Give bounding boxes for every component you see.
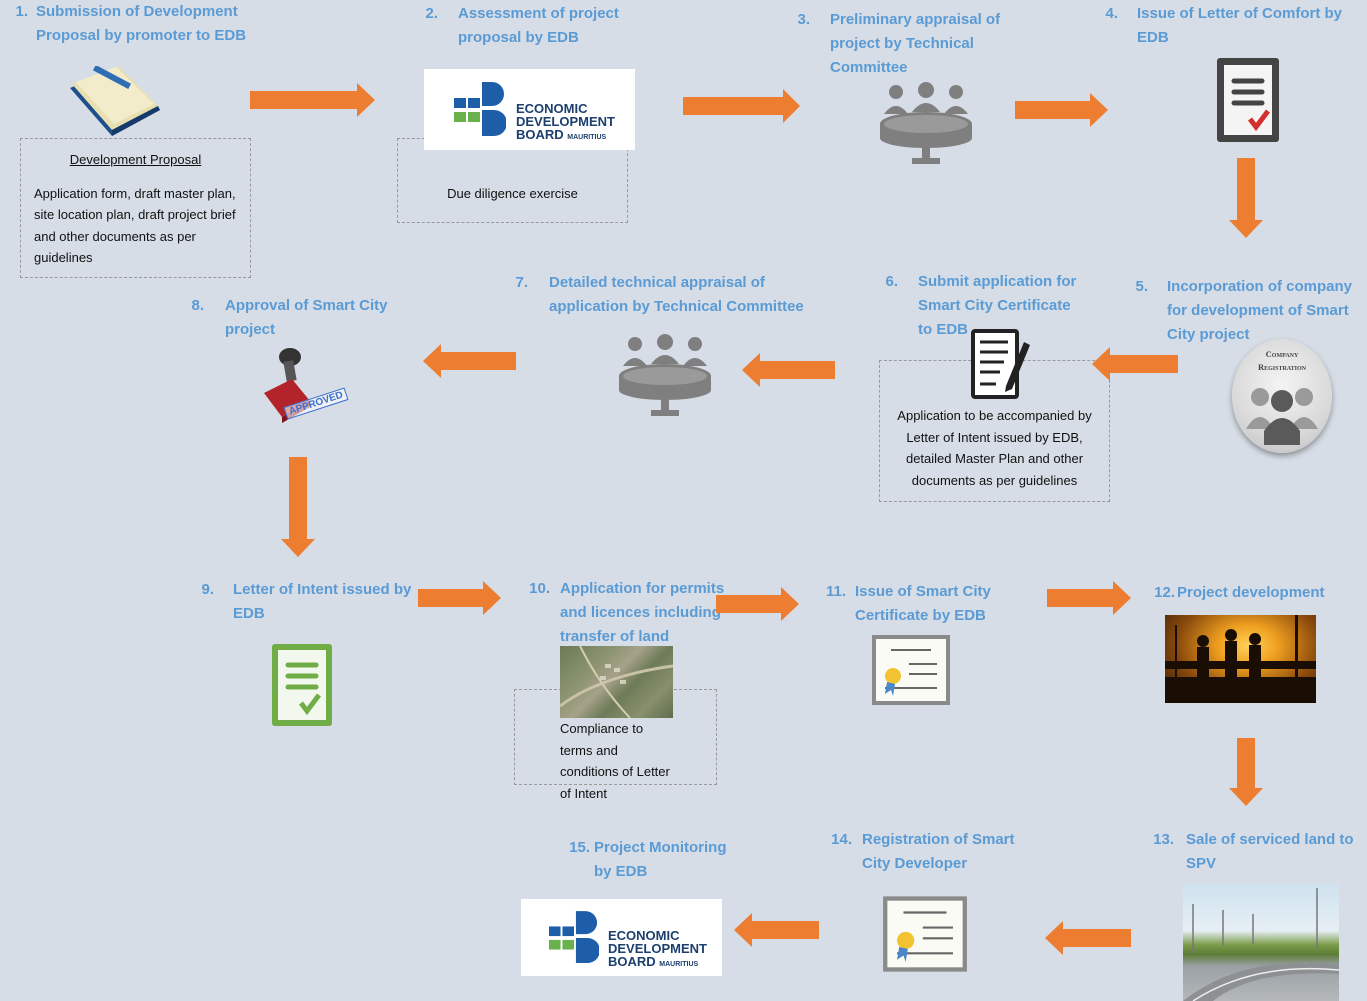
approved-stamp-icon: APPROVED [258,345,349,427]
book-icon [70,66,160,136]
compliance-text: Compliance to terms and conditions of Le… [560,721,670,801]
step-10-title: Application for permits and licences inc… [560,580,725,645]
step-6-number: 6. [885,273,898,290]
arrow-9-to-10 [418,581,501,615]
edb-logo-line3: BOARD [516,127,564,142]
edb-logo-line1: ECONOMIC [516,101,588,116]
step-4-title: Issue of Letter of Comfort by EDB [1137,5,1343,46]
certificate-icon [872,635,950,705]
arrow-14-to-15 [734,913,819,947]
step-15-title: Project Monitoring by EDB [594,839,727,880]
edb-logo-line2: DEVELOPMENT [516,114,615,129]
construction-photo [1165,615,1316,703]
step-1-title: Submission of Development Proposal by pr… [36,3,247,44]
edb-logo-2-line2: DEVELOPMENT [608,941,707,956]
application-docs-text: Application to be accompanied by Letter … [897,408,1092,488]
arrow-2-to-3 [683,89,800,123]
arrow-1-to-2 [250,83,375,117]
company-badge-line1: Company [1265,349,1299,359]
step-11-title: Issue of Smart City Certificate by EDB [855,583,991,624]
company-badge-line2: Registration [1257,362,1307,372]
step-12-number: 12. [1154,584,1175,601]
meeting-icon [880,82,972,164]
arrow-12-to-13 [1229,738,1263,806]
step-7-number: 7. [515,274,528,291]
arrow-7-to-8 [423,344,516,378]
meeting-icon-2 [619,334,711,416]
step-2-number: 2. [425,5,438,22]
certificate-icon-2 [883,896,967,972]
step-1-number: 1. [15,3,28,20]
step-14-number: 14. [831,831,852,848]
edb-logo-small: MAURITIUS [567,134,607,141]
step-3-title: Preliminary appraisal of project by Tech… [830,11,1001,76]
step-3-number: 3. [797,11,810,28]
arrow-13-to-14 [1045,921,1131,955]
edb-logo-mark-icon-2 [549,911,599,963]
aerial-photo [559,645,674,719]
road-photo [1183,884,1339,1001]
arrow-6-to-7 [742,353,835,387]
arrow-4-to-5 [1229,158,1263,238]
step-6-title: Submit application for Smart City Certif… [918,273,1077,338]
edb-logo-2-line3: BOARD [608,954,656,969]
step-13-title: Sale of serviced land to SPV [1186,831,1354,872]
step-5-title: Incorporation of company for development… [1167,278,1353,343]
development-proposal-box: Development Proposal Application form, d… [20,138,251,278]
arrow-8-to-9 [281,457,315,557]
step-5-number: 5. [1135,278,1148,295]
arrow-10-to-11 [716,587,799,621]
arrow-5-to-6 [1092,347,1178,381]
step-8-title: Approval of Smart City project [225,297,388,338]
compliance-box: Compliance to terms and conditions of Le… [514,689,717,801]
development-proposal-caption: Development Proposal [69,152,202,167]
checklist-icon [1217,58,1279,142]
edb-logo-2: ECONOMIC DEVELOPMENT BOARD MAURITIUS [521,899,722,976]
document-sign-icon [971,329,1030,399]
step-7-title: Detailed technical appraisal of applicat… [549,274,804,315]
company-registration-icon: Company Registration [1232,339,1332,453]
people-icon [1246,388,1318,445]
step-8-number: 8. [191,297,204,314]
step-9-number: 9. [201,581,214,598]
green-checklist-icon [272,644,332,726]
arrow-11-to-12 [1047,581,1131,615]
step-2-title: Assessment of project proposal by EDB [458,5,619,46]
step-14-title: Registration of Smart City Developer [862,831,1015,872]
edb-logo-2-line1: ECONOMIC [608,928,680,943]
step-9-title: Letter of Intent issued by EDB [233,581,412,622]
edb-logo-mark-icon [454,82,506,136]
edb-logo-2-small: MAURITIUS [659,961,699,968]
step-12-title: Project development [1177,584,1325,601]
arrow-3-to-4 [1015,93,1108,127]
step-4-number: 4. [1105,5,1118,22]
step-13-number: 13. [1153,831,1174,848]
step-10-number: 10. [529,580,550,597]
step-11-number: 11. [825,583,846,600]
edb-logo: ECONOMIC DEVELOPMENT BOARD MAURITIUS [424,69,635,150]
due-diligence-text: Due diligence exercise [447,186,578,201]
step-15-number: 15. [569,839,590,856]
development-proposal-text: Application form, draft master plan, sit… [34,185,236,266]
